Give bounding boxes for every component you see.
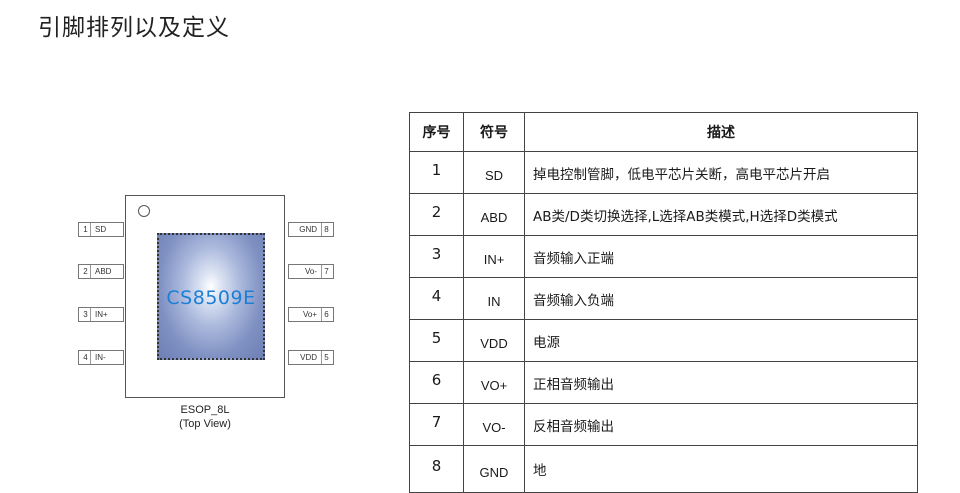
table-row: 1 SD 掉电控制管脚，低电平芯片关断，高电平芯片开启 — [409, 151, 918, 194]
table-row: 3 IN+ 音频输入正端 — [409, 235, 918, 278]
pin-8: GND 8 — [288, 222, 334, 237]
chip-die: CS8509E — [157, 233, 265, 360]
pin-5: VDD 5 — [288, 350, 334, 365]
cell-number: 4 — [409, 277, 464, 320]
cell-number: 1 — [409, 151, 464, 194]
pin-number: 2 — [83, 267, 88, 276]
cell-number: 3 — [409, 235, 464, 278]
pin-3: 3 IN+ — [78, 307, 124, 322]
header-symbol: 符号 — [463, 112, 525, 152]
pin-number: 8 — [324, 225, 329, 234]
pin-definition-table: 序号 符号 描述 1 SD 掉电控制管脚，低电平芯片关断，高电平芯片开启 2 A… — [409, 112, 918, 493]
pin-label: IN+ — [95, 310, 108, 319]
table-row: 6 VO+ 正相音频输出 — [409, 361, 918, 404]
pin-divider — [90, 308, 91, 321]
pin-label: VDD — [300, 353, 317, 362]
cell-symbol: GND — [463, 445, 525, 493]
pin-label: Vo- — [304, 267, 317, 276]
pin-label: IN- — [95, 353, 106, 362]
pin-number: 7 — [324, 267, 329, 276]
page-title: 引脚排列以及定义 — [38, 15, 230, 41]
cell-symbol: VO+ — [463, 361, 525, 404]
pin-1: 1 SD — [78, 222, 124, 237]
pin-divider — [321, 223, 322, 236]
pin-label: Vo+ — [302, 310, 317, 319]
pin1-marker-icon — [138, 205, 150, 217]
cell-description: 电源 — [524, 319, 918, 362]
cell-description: 正相音频输出 — [524, 361, 918, 404]
pin-number: 1 — [83, 225, 88, 234]
pin-divider — [90, 223, 91, 236]
cell-description: 音频输入负端 — [524, 277, 918, 320]
pin-divider — [321, 265, 322, 278]
table-row: 7 VO- 反相音频输出 — [409, 403, 918, 446]
pin-number: 3 — [83, 310, 88, 319]
pin-divider — [321, 351, 322, 364]
cell-number: 8 — [409, 445, 464, 493]
pin-6: Vo+ 6 — [288, 307, 334, 322]
cell-description: 音频输入正端 — [524, 235, 918, 278]
pinout-diagram: 1 SD 2 ABD 3 IN+ 4 IN- GND 8 Vo- 7 Vo+ 6… — [0, 0, 400, 479]
table-row: 2 ABD AB类/D类切换选择,L选择AB类模式,H选择D类模式 — [409, 193, 918, 236]
cell-description: AB类/D类切换选择,L选择AB类模式,H选择D类模式 — [524, 193, 918, 236]
package-view: (Top View) — [179, 418, 231, 430]
pin-label: SD — [95, 225, 107, 234]
cell-description: 地 — [524, 445, 918, 493]
pin-number: 5 — [324, 353, 329, 362]
pin-label: GND — [299, 225, 317, 234]
header-description: 描述 — [524, 112, 918, 152]
table-row: 5 VDD 电源 — [409, 319, 918, 362]
header-number: 序号 — [409, 112, 464, 152]
cell-description: 掉电控制管脚，低电平芯片关断，高电平芯片开启 — [524, 151, 918, 194]
table-row: 8 GND 地 — [409, 445, 918, 493]
cell-symbol: IN — [463, 277, 525, 320]
pin-divider — [321, 308, 322, 321]
pin-divider — [90, 351, 91, 364]
cell-number: 2 — [409, 193, 464, 236]
chip-label: CS8509E — [166, 287, 256, 309]
chip-body: CS8509E — [125, 195, 285, 398]
cell-number: 6 — [409, 361, 464, 404]
cell-symbol: ABD — [463, 193, 525, 236]
cell-description: 反相音频输出 — [524, 403, 918, 446]
pin-label: ABD — [95, 267, 112, 276]
pin-4: 4 IN- — [78, 350, 124, 365]
cell-number: 7 — [409, 403, 464, 446]
table-row: 4 IN 音频输入负端 — [409, 277, 918, 320]
cell-symbol: SD — [463, 151, 525, 194]
package-name: ESOP_8L — [180, 404, 230, 416]
pin-2: 2 ABD — [78, 264, 124, 279]
cell-number: 5 — [409, 319, 464, 362]
pin-divider — [90, 265, 91, 278]
cell-symbol: IN+ — [463, 235, 525, 278]
cell-symbol: VO- — [463, 403, 525, 446]
cell-symbol: VDD — [463, 319, 525, 362]
table-header-row: 序号 符号 描述 — [409, 112, 918, 152]
pin-number: 4 — [83, 353, 88, 362]
pin-7: Vo- 7 — [288, 264, 334, 279]
pin-number: 6 — [324, 310, 329, 319]
